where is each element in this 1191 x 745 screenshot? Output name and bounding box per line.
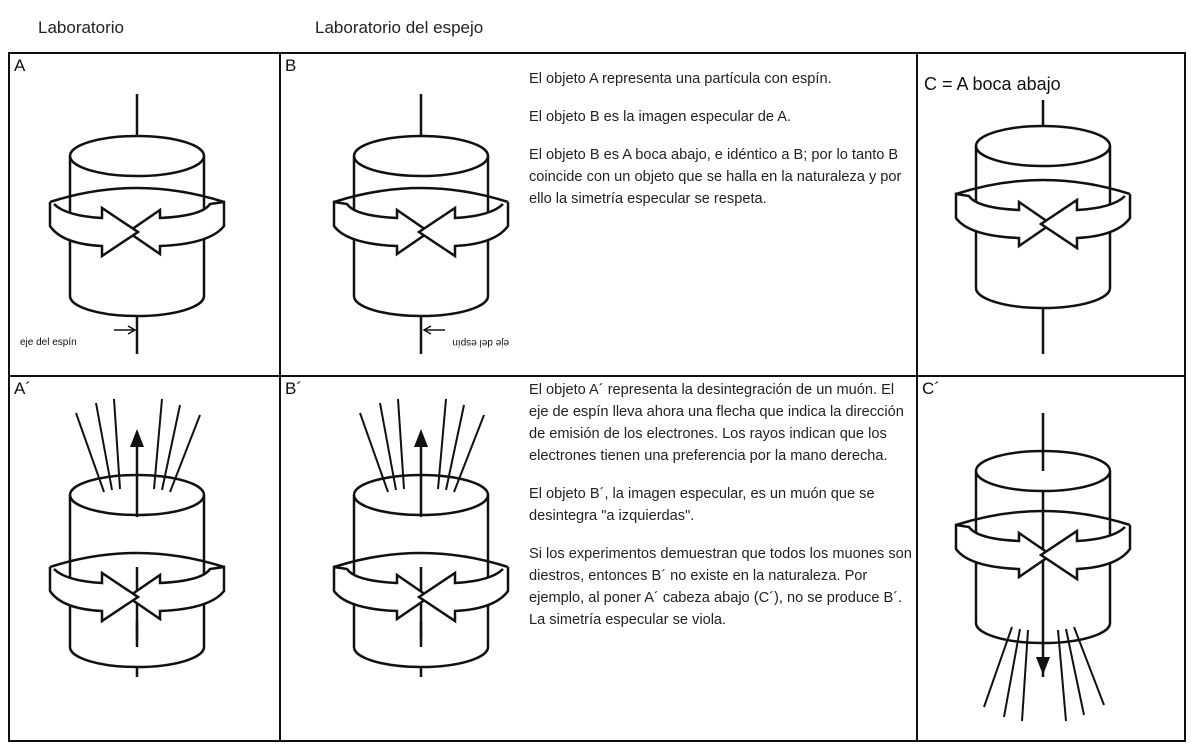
panel-b-tag: B [285, 56, 297, 75]
header-laboratorio: Laboratorio [38, 18, 125, 37]
panel-b: B eje del espín El objeto A representa u… [279, 52, 918, 377]
text-top-2: El objeto B es la imagen especular de A. [529, 109, 792, 125]
panel-b-prime: B´ El objeto A´ representa la desi [279, 375, 918, 742]
panel-b-prime-tag: B´ [285, 379, 302, 398]
panel-c-prime: C´ [916, 375, 1186, 742]
muon-decay-drawing [48, 398, 226, 677]
cylinder-left-spin-drawing: eje del espín [332, 94, 510, 354]
panel-c-title: C = A boca abajo [924, 74, 1061, 94]
text-bottom-3: Si los experimentos demuestran que todos… [529, 546, 912, 628]
cylinder-upside-down-drawing [954, 100, 1132, 354]
panel-a-prime: A´ [8, 375, 281, 742]
text-bottom-2: El objeto B´, la imagen especular, es un… [529, 486, 875, 524]
inverted-muon-decay-drawing [954, 413, 1132, 722]
panel-a-prime-tag: A´ [14, 379, 31, 398]
cylinder-right-spin-drawing: eje del espín [20, 94, 226, 354]
diagram-grid: A eje del espín B [8, 52, 1186, 742]
explanation-bottom: El objeto A´ representa la desintegració… [529, 379, 913, 647]
panel-a: A eje del espín [8, 52, 281, 377]
mirror-muon-decay-drawing [332, 398, 510, 677]
explanation-top: El objeto A representa una partícula con… [529, 68, 913, 226]
text-bottom-1: El objeto A´ representa la desintegració… [529, 382, 904, 464]
spin-axis-label-a: eje del espín [20, 337, 77, 348]
spin-axis-label-b-mirrored: eje del espín [452, 337, 509, 348]
panel-c-prime-tag: C´ [922, 379, 940, 398]
header-laboratorio-espejo: Laboratorio del espejo [315, 18, 484, 37]
text-top-3: El objeto B es A boca abajo, e idéntico … [529, 147, 902, 207]
panel-a-tag: A [14, 56, 26, 75]
panel-c: C = A boca abajo [916, 52, 1186, 377]
text-top-1: El objeto A representa una partícula con… [529, 71, 832, 87]
